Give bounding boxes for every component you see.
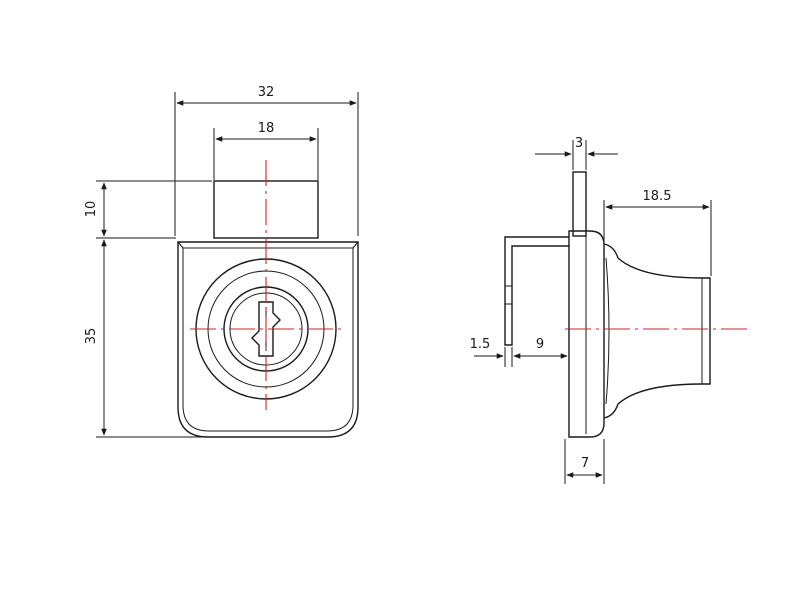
dim-text-18-5: 18.5 bbox=[643, 189, 672, 204]
side-view: 3 18.5 1.5 9 7 bbox=[470, 136, 750, 484]
dim-text-35: 35 bbox=[84, 328, 99, 345]
dimension-body-depth: 7 bbox=[564, 439, 605, 484]
dimension-body-height: 35 bbox=[84, 239, 206, 438]
dimension-bolt-width: 18 bbox=[213, 121, 319, 180]
dimension-bolt-height: 10 bbox=[84, 180, 212, 239]
lock-body-outline bbox=[177, 241, 359, 438]
mounting-plate-outline bbox=[504, 236, 569, 346]
dimension-bolt-thickness: 3 bbox=[535, 136, 618, 170]
dim-text-10: 10 bbox=[84, 201, 99, 218]
keyway-icon bbox=[251, 301, 281, 357]
knob-outline bbox=[603, 243, 711, 419]
dimension-knob-length: 18.5 bbox=[603, 189, 712, 276]
dim-text-32: 32 bbox=[258, 85, 275, 100]
dim-text-7: 7 bbox=[581, 456, 589, 471]
dim-text-3: 3 bbox=[575, 136, 583, 151]
bevel-left bbox=[177, 241, 184, 249]
front-view: 32 18 10 35 bbox=[84, 85, 359, 438]
dimension-plate: 1.5 9 bbox=[470, 250, 570, 367]
lock-body-inner-edge bbox=[182, 247, 354, 432]
side-bolt-outline bbox=[572, 171, 587, 237]
dimension-overall-width: 32 bbox=[174, 85, 359, 236]
dim-text-9: 9 bbox=[536, 337, 544, 352]
dim-text-18: 18 bbox=[258, 121, 275, 136]
dim-text-1-5: 1.5 bbox=[470, 337, 491, 352]
knob-inner-profile bbox=[605, 257, 610, 405]
bevel-right bbox=[352, 241, 359, 249]
side-body-outline bbox=[568, 230, 605, 438]
